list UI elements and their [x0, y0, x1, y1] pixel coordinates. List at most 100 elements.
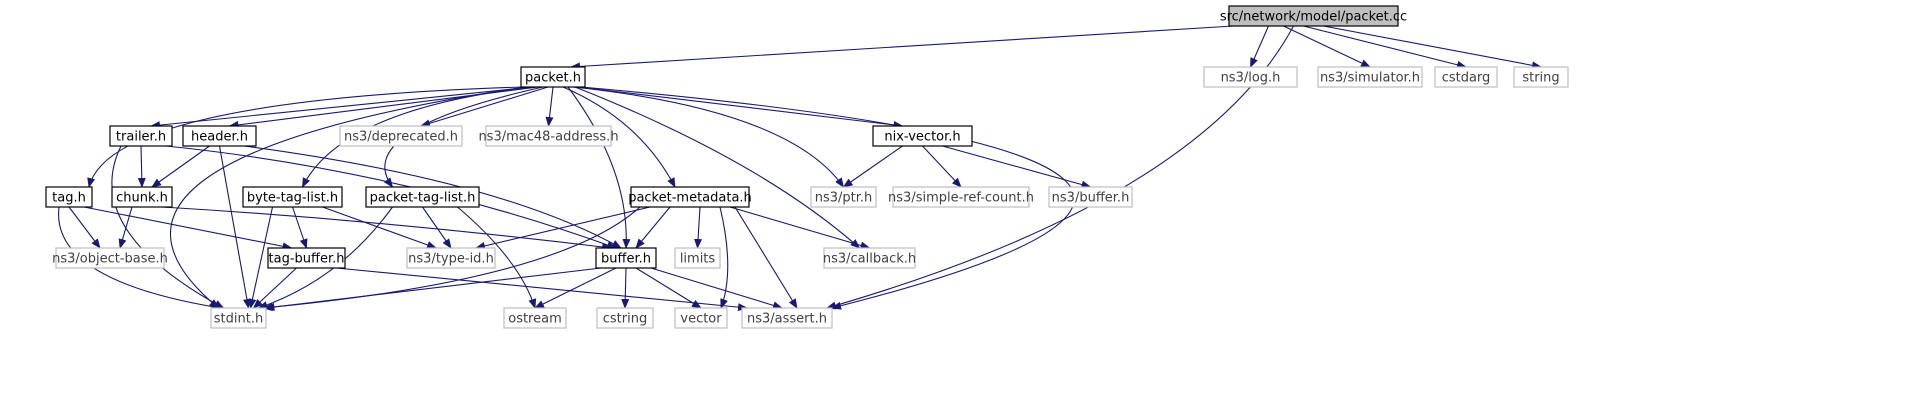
edge-packet-cc-to-string — [1323, 25, 1542, 70]
node-label: cstdarg — [1442, 71, 1491, 86]
node-label: header.h — [191, 130, 248, 145]
edge-buffer-h-to-stdint-h — [264, 267, 602, 311]
node-simulator-h: ns3/simulator.h — [1317, 66, 1423, 88]
node-label: trailer.h — [116, 130, 166, 145]
node-box — [1513, 66, 1569, 88]
edge-byte-tag-list-h-to-type-id-h — [322, 206, 437, 249]
edge-packet-metadata-h-to-type-id-h — [475, 206, 651, 250]
edge-tag-h-to-object-base-h — [68, 206, 101, 249]
edge-packet-metadata-h-to-limits — [694, 206, 703, 249]
node-nix-vector-h[interactable]: nix-vector.h — [872, 125, 973, 147]
file-nodes: src/network/model/packet.cc packet.h ns3/l… — [45, 5, 1569, 329]
edge-buffer-h-to-ostream — [534, 267, 617, 309]
edge-packet-h-to-deprecated-h — [420, 86, 549, 128]
edge-byte-tag-list-h-to-stdint-h — [248, 206, 274, 309]
node-label: ns3/assert.h — [747, 312, 827, 327]
node-box — [872, 125, 973, 147]
node-box — [892, 186, 1030, 208]
edge-tag-buffer-h-to-assert-h — [336, 267, 748, 312]
node-mac48-address-h: ns3/mac48-address.h — [478, 125, 619, 147]
node-box — [1203, 66, 1298, 88]
node-label: packet-metadata.h — [628, 191, 752, 206]
node-box — [741, 307, 833, 329]
node-label: src/network/model/packet.cc — [1220, 10, 1407, 25]
node-ns3-buffer-h: ns3/buffer.h — [1048, 186, 1133, 208]
node-byte-tag-list-h[interactable]: byte-tag-list.h — [242, 186, 343, 208]
node-label: ostream — [508, 312, 562, 327]
node-box — [485, 125, 612, 147]
edge-byte-tag-list-h-to-tag-buffer-h — [291, 206, 308, 249]
node-ostream: ostream — [503, 307, 567, 329]
node-label: nix-vector.h — [884, 130, 960, 145]
node-trailer-h[interactable]: trailer.h — [109, 125, 173, 147]
node-label: cstring — [603, 312, 647, 327]
edge-buffer-h-to-vector — [635, 267, 702, 309]
edge-nix-vector-h-to-simple-ref-count-h — [922, 145, 962, 188]
node-box — [630, 186, 750, 208]
node-box — [182, 125, 257, 147]
node-box — [1228, 5, 1399, 27]
node-log-h: ns3/log.h — [1203, 66, 1298, 88]
edge-packet-h-to-nix-vector-h — [577, 86, 904, 129]
node-box — [242, 186, 343, 208]
edge-packet-metadata-h-to-vector — [719, 206, 729, 309]
edge-packet-h-to-assert-h — [580, 86, 1075, 310]
edge-nix-vector-h-to-ns3-buffer-h — [942, 145, 1092, 189]
edge-packet-metadata-h-to-callback-h — [729, 206, 871, 250]
edge-trailer-h-to-stdint-h — [111, 145, 225, 309]
node-callback-h: ns3/callback.h — [823, 247, 916, 269]
node-box — [674, 247, 721, 269]
edge-packet-tag-list-h-to-stdint-h — [257, 206, 393, 309]
node-header-h[interactable]: header.h — [182, 125, 257, 147]
node-object-base-h: ns3/object-base.h — [52, 247, 168, 269]
edge-packet-metadata-h-to-assert-h — [734, 206, 798, 309]
node-assert-h: ns3/assert.h — [741, 307, 833, 329]
edge-buffer-h-to-cstring — [621, 267, 630, 309]
edge-trailer-h-to-buffer-h — [165, 145, 617, 249]
edge-packet-h-to-callback-h — [574, 86, 861, 249]
node-label: limits — [680, 252, 716, 267]
edge-packet-cc-to-log-h — [1249, 25, 1270, 68]
edge-packet-h-to-mac48-address-h — [545, 86, 554, 127]
node-box — [810, 186, 877, 208]
edge-packet-h-to-buffer-h — [567, 86, 631, 249]
node-string: string — [1513, 66, 1569, 88]
node-label: buffer.h — [601, 252, 651, 267]
node-label: tag.h — [52, 191, 86, 206]
edge-header-h-to-chunk-h — [151, 145, 210, 188]
edge-packet-h-to-ptr-h — [572, 86, 845, 188]
node-stdint-h: stdint.h — [210, 307, 267, 329]
node-chunk-h[interactable]: chunk.h — [111, 186, 173, 208]
node-label: packet.h — [525, 71, 581, 86]
node-buffer-h[interactable]: buffer.h — [595, 247, 657, 269]
node-packet-tag-list-h[interactable]: packet-tag-list.h — [365, 186, 480, 208]
node-label: ns3/log.h — [1221, 71, 1281, 86]
node-simple-ref-count-h: ns3/simple-ref-count.h — [888, 186, 1034, 208]
edge-nix-vector-h-to-ptr-h — [842, 145, 903, 188]
node-ptr-h: ns3/ptr.h — [810, 186, 877, 208]
node-label: tag-buffer.h — [269, 252, 345, 267]
node-packet-h[interactable]: packet.h — [520, 66, 586, 88]
node-packet-cc: src/network/model/packet.cc — [1220, 5, 1407, 27]
edge-tag-h-to-stdint-h — [58, 206, 222, 311]
node-box — [267, 247, 346, 269]
edge-packet-cc-to-cstdarg — [1303, 25, 1467, 69]
node-label: ns3/object-base.h — [52, 252, 168, 267]
node-label: string — [1522, 71, 1559, 86]
node-box — [520, 66, 586, 88]
node-packet-metadata-h[interactable]: packet-metadata.h — [628, 186, 752, 208]
edge-header-h-to-stdint-h — [218, 145, 251, 309]
node-box — [1048, 186, 1133, 208]
node-tag-h[interactable]: tag.h — [45, 186, 93, 208]
edge-packet-h-to-packet-metadata-h — [562, 86, 676, 188]
edge-tag-buffer-h-to-stdint-h — [252, 267, 297, 309]
node-box — [109, 125, 173, 147]
edge-packet-tag-list-h-to-ostream — [457, 206, 537, 309]
node-label: ns3/callback.h — [823, 252, 916, 267]
edge-tag-h-to-tag-buffer-h — [83, 206, 293, 251]
node-limits: limits — [674, 247, 721, 269]
node-box — [595, 247, 657, 269]
node-box — [674, 307, 728, 329]
node-tag-buffer-h[interactable]: tag-buffer.h — [267, 247, 346, 269]
